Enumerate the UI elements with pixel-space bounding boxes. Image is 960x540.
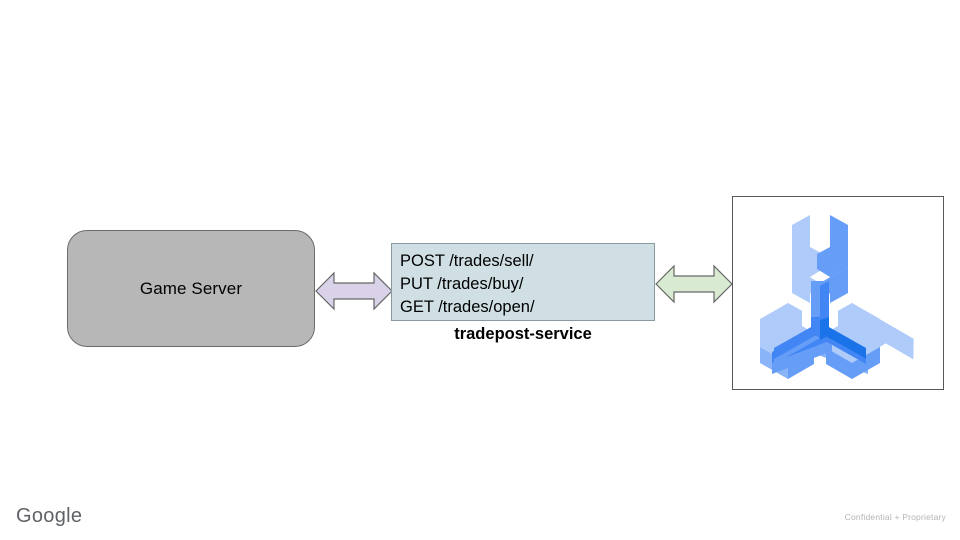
confidentiality-notice: Confidential + Proprietary bbox=[844, 512, 946, 522]
endpoint-get-open: GET /trades/open/ bbox=[400, 298, 535, 316]
arrow-tradepost-to-agones bbox=[655, 264, 733, 304]
endpoint-put-buy: PUT /trades/buy/ bbox=[400, 275, 524, 293]
agones-logo-panel[interactable] bbox=[732, 196, 944, 390]
arrow-game-server-to-tradepost bbox=[315, 271, 393, 311]
game-server-label: Game Server bbox=[139, 278, 243, 298]
game-server-box[interactable]: Game Server bbox=[67, 230, 315, 347]
tradepost-service-caption: tradepost-service bbox=[454, 325, 592, 343]
tradepost-service-box[interactable]: POST /trades/sell/ PUT /trades/buy/ GET … bbox=[391, 243, 655, 321]
google-wordmark: Google bbox=[16, 505, 83, 527]
double-headed-arrow-icon bbox=[315, 271, 393, 311]
double-headed-arrow-icon bbox=[655, 264, 733, 304]
endpoint-post-sell: POST /trades/sell/ bbox=[400, 252, 534, 270]
agones-logo-icon bbox=[760, 215, 914, 379]
